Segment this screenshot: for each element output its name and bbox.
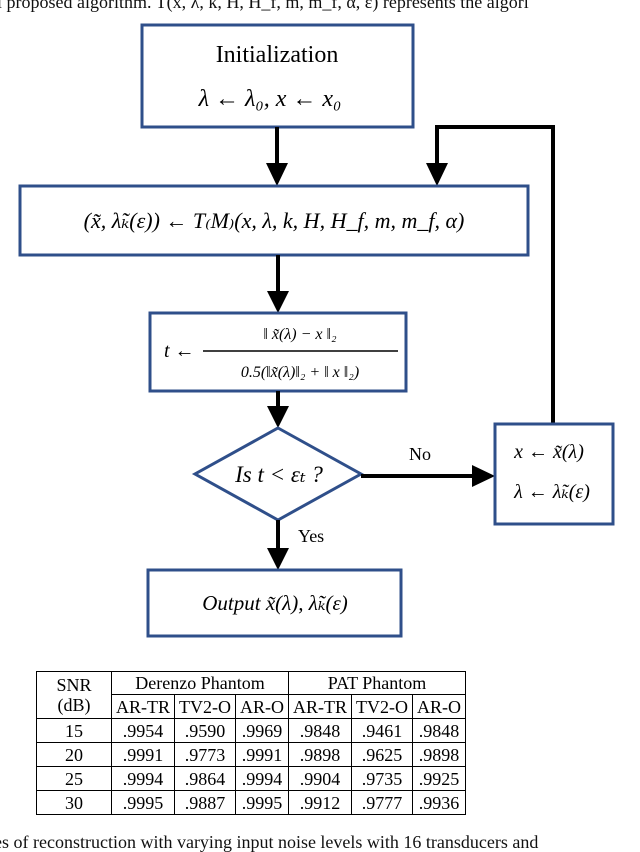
bottom-caption-fragment: es of reconstruction with varying input … xyxy=(0,832,539,852)
value-cell: .9898 xyxy=(412,742,466,767)
arrowhead-init-to-step xyxy=(266,163,288,186)
arrowhead-step-to-stop-criterion xyxy=(267,291,289,313)
output-box xyxy=(146,568,403,638)
update-line-1: x ← x̃(λ) xyxy=(513,441,584,463)
column-header: AR-O xyxy=(412,694,466,719)
algorithm-flowchart: Initialization λ ← λ₀, x ← x₀ (x̃, λ̃ₖ(ε… xyxy=(18,23,615,638)
column-header: AR-TR xyxy=(111,694,175,719)
value-cell: .9625 xyxy=(351,742,413,767)
pat-phantom-header: PAT Phantom xyxy=(288,671,466,695)
value-cell: .9991 xyxy=(111,742,175,767)
stopping-criterion-numerator: ‖ x̃(λ) − x ‖₂ xyxy=(263,326,337,343)
value-cell: .9864 xyxy=(174,766,236,791)
snr-cell: 20 xyxy=(36,742,112,767)
table-row: 30 .9995 .9887 .9995 .9912 .9777 .9936 xyxy=(36,790,466,815)
value-cell: .9898 xyxy=(288,742,352,767)
initialization-formula: λ ← λ₀, x ← x₀ xyxy=(198,86,342,112)
value-cell: .9994 xyxy=(111,766,175,791)
snr-cell: 25 xyxy=(36,766,112,791)
value-cell: .9925 xyxy=(412,766,466,791)
results-table: SNR (dB) Derenzo Phantom PAT Phantom AR-… xyxy=(36,671,466,815)
update-box xyxy=(493,422,615,526)
value-cell: .9991 xyxy=(235,742,289,767)
column-header: AR-O xyxy=(235,694,289,719)
arrowhead-no-to-update xyxy=(472,465,495,487)
value-cell: .9735 xyxy=(351,766,413,791)
arrowhead-criterion-to-decision xyxy=(267,406,289,428)
value-cell: .9954 xyxy=(111,718,175,743)
algorithm-step-box xyxy=(18,184,530,257)
value-cell: .9995 xyxy=(235,790,289,815)
value-cell: .9773 xyxy=(174,742,236,767)
stopping-criterion-box xyxy=(148,311,408,393)
table-row: 25 .9994 .9864 .9994 .9904 .9735 .9925 xyxy=(36,766,466,791)
snr-cell: 30 xyxy=(36,790,112,815)
snr-header-line-1: SNR xyxy=(56,675,92,695)
table-row: 15 .9954 .9590 .9969 .9848 .9461 .9848 xyxy=(36,718,466,743)
value-cell: .9887 xyxy=(174,790,236,815)
no-label: No xyxy=(409,444,431,464)
derenzo-phantom-header: Derenzo Phantom xyxy=(111,671,289,695)
algorithm-step-formula: (x̃, λ̃ₖ(ε)) ← T₍M₎(x, λ, k, H, H_f, m, … xyxy=(84,208,465,233)
initialization-title: Initialization xyxy=(216,42,339,68)
value-cell: .9994 xyxy=(235,766,289,791)
table-row: 20 .9991 .9773 .9991 .9898 .9625 .9898 xyxy=(36,742,466,767)
value-cell: .9848 xyxy=(412,718,466,743)
value-cell: .9995 xyxy=(111,790,175,815)
output-label: Output x̃(λ), λ̃ₖ(ε) xyxy=(202,591,348,615)
value-cell: .9969 xyxy=(235,718,289,743)
snr-header: SNR (dB) xyxy=(36,671,112,719)
update-line-2: λ ← λ̃ₖ(ε) xyxy=(513,481,590,503)
loop-return-line xyxy=(435,125,555,424)
value-cell: .9904 xyxy=(288,766,352,791)
arrowhead-loop-return xyxy=(426,163,448,186)
snr-cell: 15 xyxy=(36,718,112,743)
top-caption-fragment: ll proposed algorithm. T(x, λ, k, H, H_f… xyxy=(0,0,529,12)
value-cell: .9590 xyxy=(174,718,236,743)
value-cell: .9777 xyxy=(351,790,413,815)
decision-label: Is t < εₜ ? xyxy=(234,462,323,487)
snr-header-line-2: (dB) xyxy=(57,695,91,715)
stopping-criterion-denominator: 0.5(‖x̃(λ)‖₂ + ‖ x ‖₂) xyxy=(241,364,359,381)
arrowhead-yes-to-output xyxy=(267,548,289,570)
value-cell: .9461 xyxy=(351,718,413,743)
yes-label: Yes xyxy=(298,526,324,546)
column-header: AR-TR xyxy=(288,694,352,719)
column-header: TV2-O xyxy=(174,694,236,719)
column-header: TV2-O xyxy=(351,694,413,719)
value-cell: .9848 xyxy=(288,718,352,743)
stopping-criterion-lhs: t ← xyxy=(164,340,195,362)
value-cell: .9936 xyxy=(412,790,466,815)
value-cell: .9912 xyxy=(288,790,352,815)
